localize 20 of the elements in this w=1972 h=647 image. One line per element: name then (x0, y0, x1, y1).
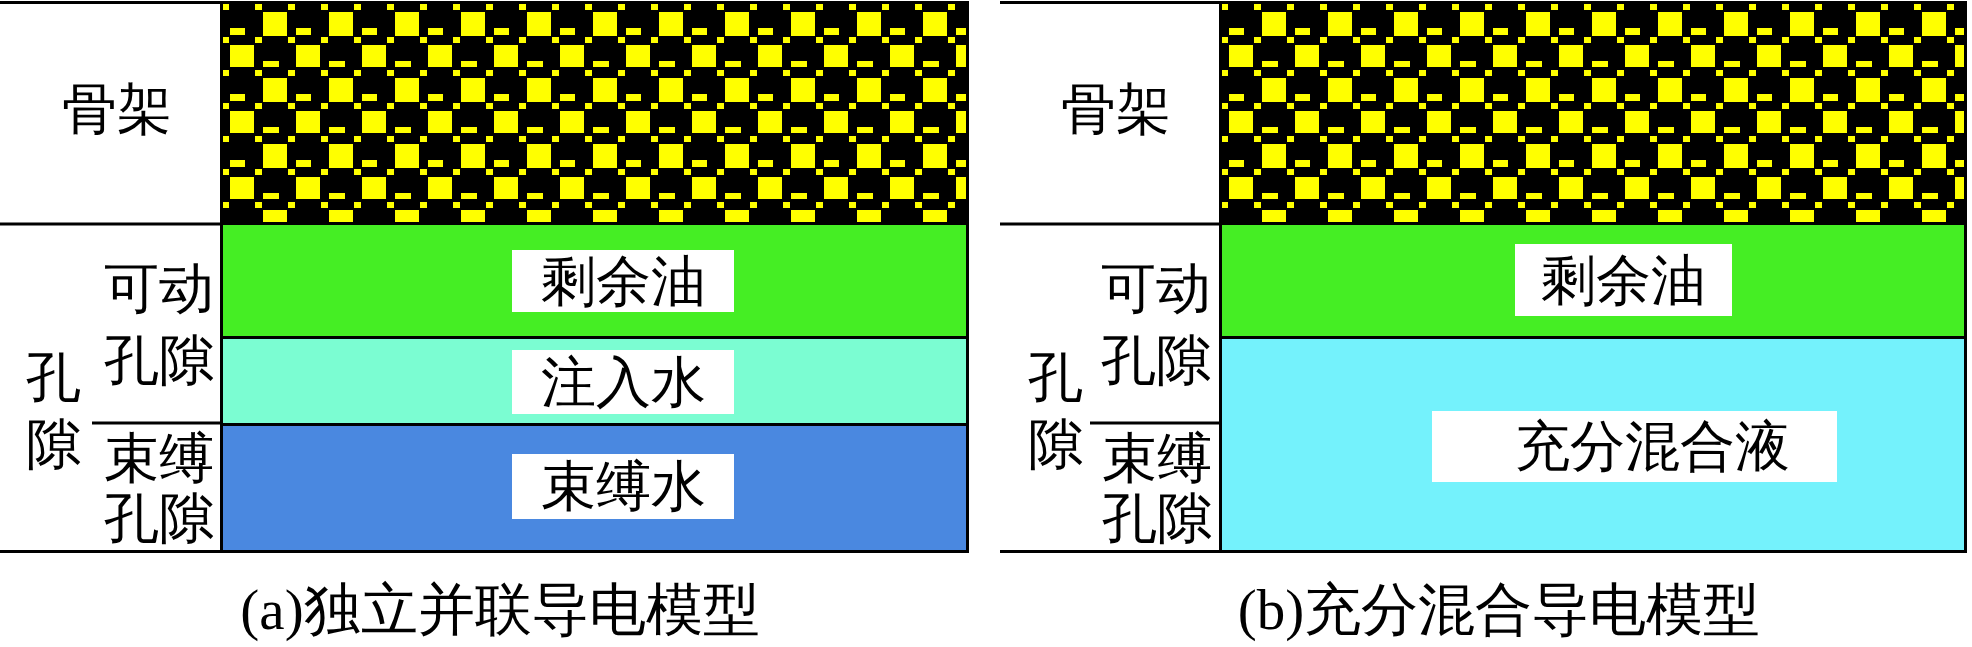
fluid-layer (220, 336, 969, 426)
layer-label: 剩余油 (512, 250, 734, 312)
layer-label: 束缚水 (512, 454, 734, 519)
caption: (a)独立并联导电模型 (240, 577, 760, 643)
row-label: 束缚孔隙 (1101, 429, 1213, 549)
row-label: 骨架 (62, 80, 172, 140)
layer-label: 注入水 (512, 350, 734, 414)
row-label: 可动孔隙 (103, 257, 215, 393)
fluid-layer (220, 423, 969, 553)
layer-label: 充分混合液 (1432, 411, 1837, 482)
row-label: 束缚孔隙 (103, 429, 215, 549)
fluid-layer (1219, 336, 1967, 553)
caption: (b)充分混合导电模型 (1237, 577, 1761, 643)
row-label: 骨架 (1061, 80, 1171, 140)
fluid-layer (220, 222, 969, 339)
layer-label: 剩余油 (1515, 244, 1732, 316)
group-label: 孔隙 (24, 346, 82, 477)
row-label: 可动孔隙 (1100, 257, 1212, 393)
group-label: 孔隙 (1026, 346, 1084, 477)
fluid-layer (1219, 222, 1967, 339)
